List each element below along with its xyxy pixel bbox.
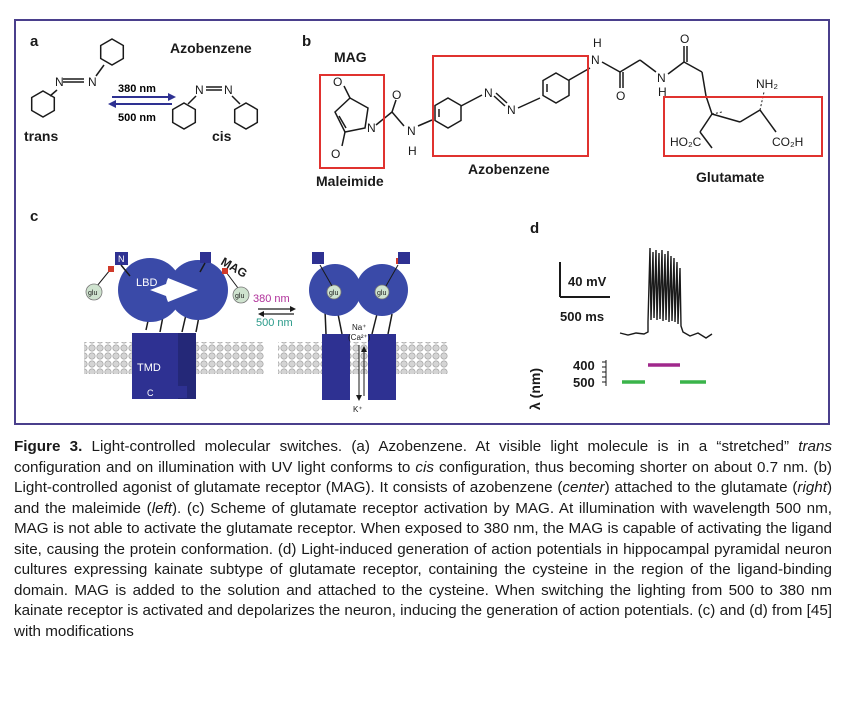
panel-b-letter: b (302, 33, 311, 50)
mag-azobenzene-structure: N N (417, 67, 591, 129)
caption-text: configuration, thus becoming shorter on … (14, 458, 832, 497)
panel-c-letter: c (30, 208, 38, 225)
mag-azobenzene-label: Azobenzene (468, 161, 550, 177)
mag-label: MAG (334, 49, 367, 65)
glu-label: glu (329, 290, 338, 297)
nh2-label: NH₂ (756, 77, 778, 91)
tick-400: 400 (573, 358, 595, 373)
wavelength-500: 500 nm (256, 317, 293, 329)
c-terminus-label: C (147, 388, 154, 398)
receptor-open: glu glu Na⁺ (Ca²⁺) K⁺ (309, 252, 410, 414)
receptor-closed: LBD TMD N C glu glu MAG (85, 252, 250, 399)
tmd-label: TMD (137, 362, 161, 374)
panel-a-letter: a (30, 33, 39, 50)
maleimide-structure: O N O O N H (331, 75, 417, 161)
caption-text: ) attached to the glutamate ( (604, 479, 798, 496)
sodium-label: Na⁺ (352, 323, 366, 332)
maleimide-label: Maleimide (316, 173, 384, 189)
atom-o: O (333, 75, 342, 89)
glutamate-highlight-box (663, 96, 823, 157)
caption-italic-right: right (797, 479, 827, 496)
linker-structure: N H O N H O (591, 32, 707, 103)
atom-h: H (593, 36, 602, 50)
atom-n: N (88, 75, 97, 89)
figure-artwork: a Azobenzene N N N N 380 nm (24, 32, 823, 414)
caption-text: configuration and on illumination with U… (14, 458, 416, 476)
atom-n: N (484, 86, 493, 100)
panel-a-title: Azobenzene (170, 40, 252, 56)
ho2c-label: HO₂C (670, 135, 702, 149)
atom-h: H (658, 85, 667, 99)
calcium-label: (Ca²⁺) (348, 333, 371, 342)
atom-n: N (657, 71, 666, 85)
light-switch-arrows: 380 nm 500 nm (253, 293, 296, 329)
equilibrium-arrows: 380 nm 500 nm (108, 83, 176, 124)
caption-italic-cis: cis (415, 458, 434, 476)
panel-b: b MAG O N O O N H Maleimide N (302, 32, 823, 189)
glu-label: glu (377, 290, 386, 297)
glutamate-structure: HO₂C NH₂ CO₂H (670, 77, 803, 149)
atom-n: N (55, 75, 64, 89)
trans-azobenzene-structure: N N (30, 38, 125, 118)
maleimide-highlight-box (319, 74, 385, 169)
cis-azobenzene-structure: N N (171, 83, 259, 130)
caption-italic-left: left (151, 499, 172, 517)
atom-n: N (507, 103, 516, 117)
wavelength-380: 380 nm (253, 293, 290, 305)
caption-text: Light-controlled molecular switches. (a)… (82, 438, 799, 455)
membrane-right (278, 342, 448, 374)
reverse-wavelength: 500 nm (118, 112, 156, 124)
panel-a: a Azobenzene N N N N 380 nm (24, 33, 259, 144)
forward-wavelength: 380 nm (118, 83, 156, 95)
potassium-label: K⁺ (353, 405, 363, 414)
voltage-scale-label: 40 mV (568, 274, 607, 289)
wavelength-axis-label: λ (nm) (527, 368, 543, 410)
atom-n: N (195, 83, 204, 97)
figure-caption: Figure 3. Light-controlled molecular swi… (14, 437, 832, 642)
caption-italic-center: center (562, 479, 605, 496)
atom-n: N (591, 53, 600, 67)
atom-n: N (407, 124, 416, 138)
atom-o: O (616, 89, 625, 103)
time-scale-label: 500 ms (560, 309, 604, 324)
caption-label: Figure 3. (14, 438, 83, 455)
atom-n: N (367, 121, 376, 135)
glutamate-label: Glutamate (696, 169, 765, 185)
atom-o: O (331, 147, 340, 161)
caption-text: ). (c) Scheme of glutamate receptor acti… (14, 499, 832, 640)
caption-italic-trans: trans (798, 438, 832, 455)
co2h-label: CO₂H (772, 135, 803, 149)
glu-label: glu (235, 293, 244, 300)
azobenzene-highlight-box (432, 55, 589, 157)
caption-text: ) and the maleimide ( (14, 479, 832, 517)
n-terminus-label: N (118, 254, 125, 264)
lbd-label: LBD (136, 277, 157, 289)
panel-c: c LBD TMD N C (30, 208, 448, 414)
cis-label: cis (212, 128, 232, 144)
membrane-voltage-trace (619, 247, 713, 339)
atom-o: O (680, 32, 689, 46)
glu-label: glu (88, 290, 97, 297)
atom-o: O (392, 88, 401, 102)
atom-h: H (408, 144, 417, 158)
atom-n: N (224, 83, 233, 97)
trans-label: trans (24, 128, 58, 144)
tick-500: 500 (573, 375, 595, 390)
panel-d: d 40 mV 500 ms λ (nm) 400 500 (527, 220, 713, 410)
panel-d-letter: d (530, 220, 539, 237)
